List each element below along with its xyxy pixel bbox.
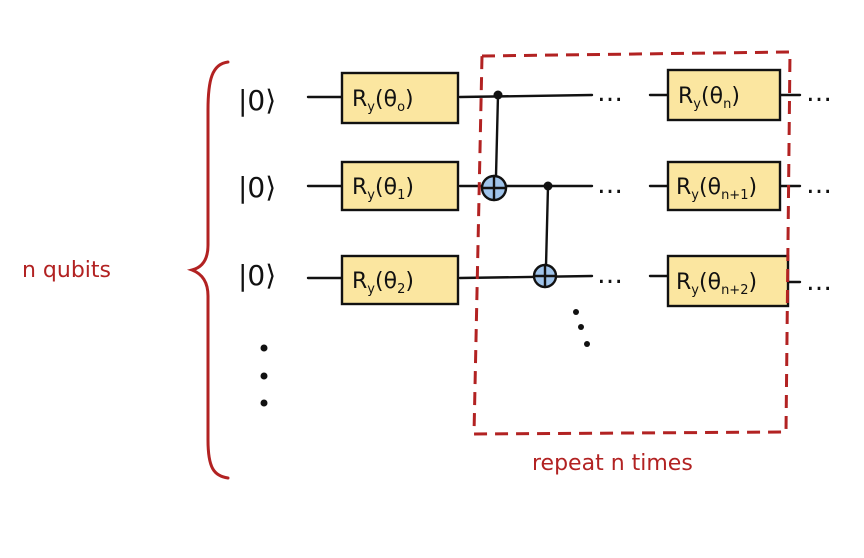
wire-0-b: [458, 93, 594, 99]
ket-0: |0⟩: [238, 84, 276, 117]
qubit-brace: [186, 60, 230, 480]
diagonal-ellipsis-dot: [573, 309, 579, 315]
svg-text:Ry(θn+2): Ry(θn+2): [676, 270, 757, 298]
svg-text:Ry(θo): Ry(θo): [352, 87, 414, 115]
diagonal-ellipsis-dot: [584, 341, 590, 347]
vertical-ellipsis-dot: [260, 399, 268, 407]
ry-gate-theta-1: Ry(θ1): [340, 160, 460, 212]
cnot-gate-1-2: [532, 181, 558, 289]
svg-text:Ry(θ2): Ry(θ2): [352, 269, 414, 297]
vertical-ellipsis-dot: [260, 344, 268, 352]
cnot-gate-0-1: [480, 90, 508, 202]
ket-2: |0⟩: [238, 259, 276, 292]
ellipsis-0-mid: …: [597, 78, 625, 108]
svg-text:Ry(θ1): Ry(θ1): [352, 175, 414, 203]
ry-gate-theta-2: Ry(θ2): [340, 254, 460, 306]
diagonal-ellipsis-dot: [578, 324, 584, 330]
control-dot: [543, 181, 553, 191]
vertical-ellipsis-dot: [260, 372, 268, 380]
control-dot: [493, 90, 503, 100]
brace-label: n qubits: [22, 258, 111, 283]
ellipsis-2-end: …: [806, 267, 834, 297]
svg-text:Ry(θn): Ry(θn): [678, 84, 740, 112]
ry-gate-theta-n-plus-1: Ry(θn+1): [666, 160, 782, 212]
ellipsis-0-end: …: [806, 78, 834, 108]
repeat-label: repeat n times: [532, 451, 693, 476]
ry-gate-theta-0: Ry(θo): [340, 71, 460, 125]
ellipsis-1-mid: …: [597, 170, 625, 200]
wire-2-b: [458, 274, 594, 280]
ry-gate-theta-n: Ry(θn): [666, 68, 782, 122]
svg-text:Ry(θn+1): Ry(θn+1): [676, 175, 757, 203]
ellipsis-1-end: …: [806, 170, 834, 200]
ellipsis-2-mid: …: [597, 260, 625, 290]
ket-1: |0⟩: [238, 171, 276, 204]
ry-gate-theta-n-plus-2: Ry(θn+2): [666, 254, 790, 308]
